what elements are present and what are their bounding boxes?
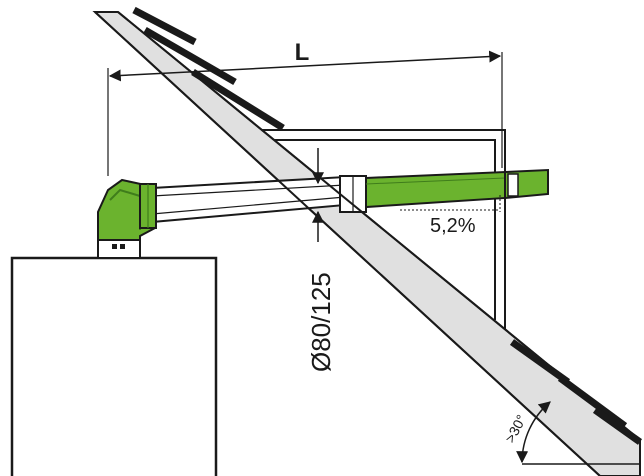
slope-label: 5,2% <box>430 215 476 237</box>
slope-indicator: 5,2% <box>400 195 501 237</box>
length-dimension: L <box>107 39 503 176</box>
roof-edge-lines <box>94 11 641 476</box>
diameter-dimension: Ø80/125 <box>306 148 336 372</box>
length-label: L <box>295 39 310 66</box>
pipe-coupling <box>339 175 367 213</box>
boiler-adaptor <box>97 239 141 259</box>
boiler-body <box>10 256 218 476</box>
flue-pipe-green <box>365 168 549 209</box>
flue-elbow <box>97 178 157 246</box>
wall-outline <box>258 129 506 330</box>
diameter-label: Ø80/125 <box>306 272 336 372</box>
